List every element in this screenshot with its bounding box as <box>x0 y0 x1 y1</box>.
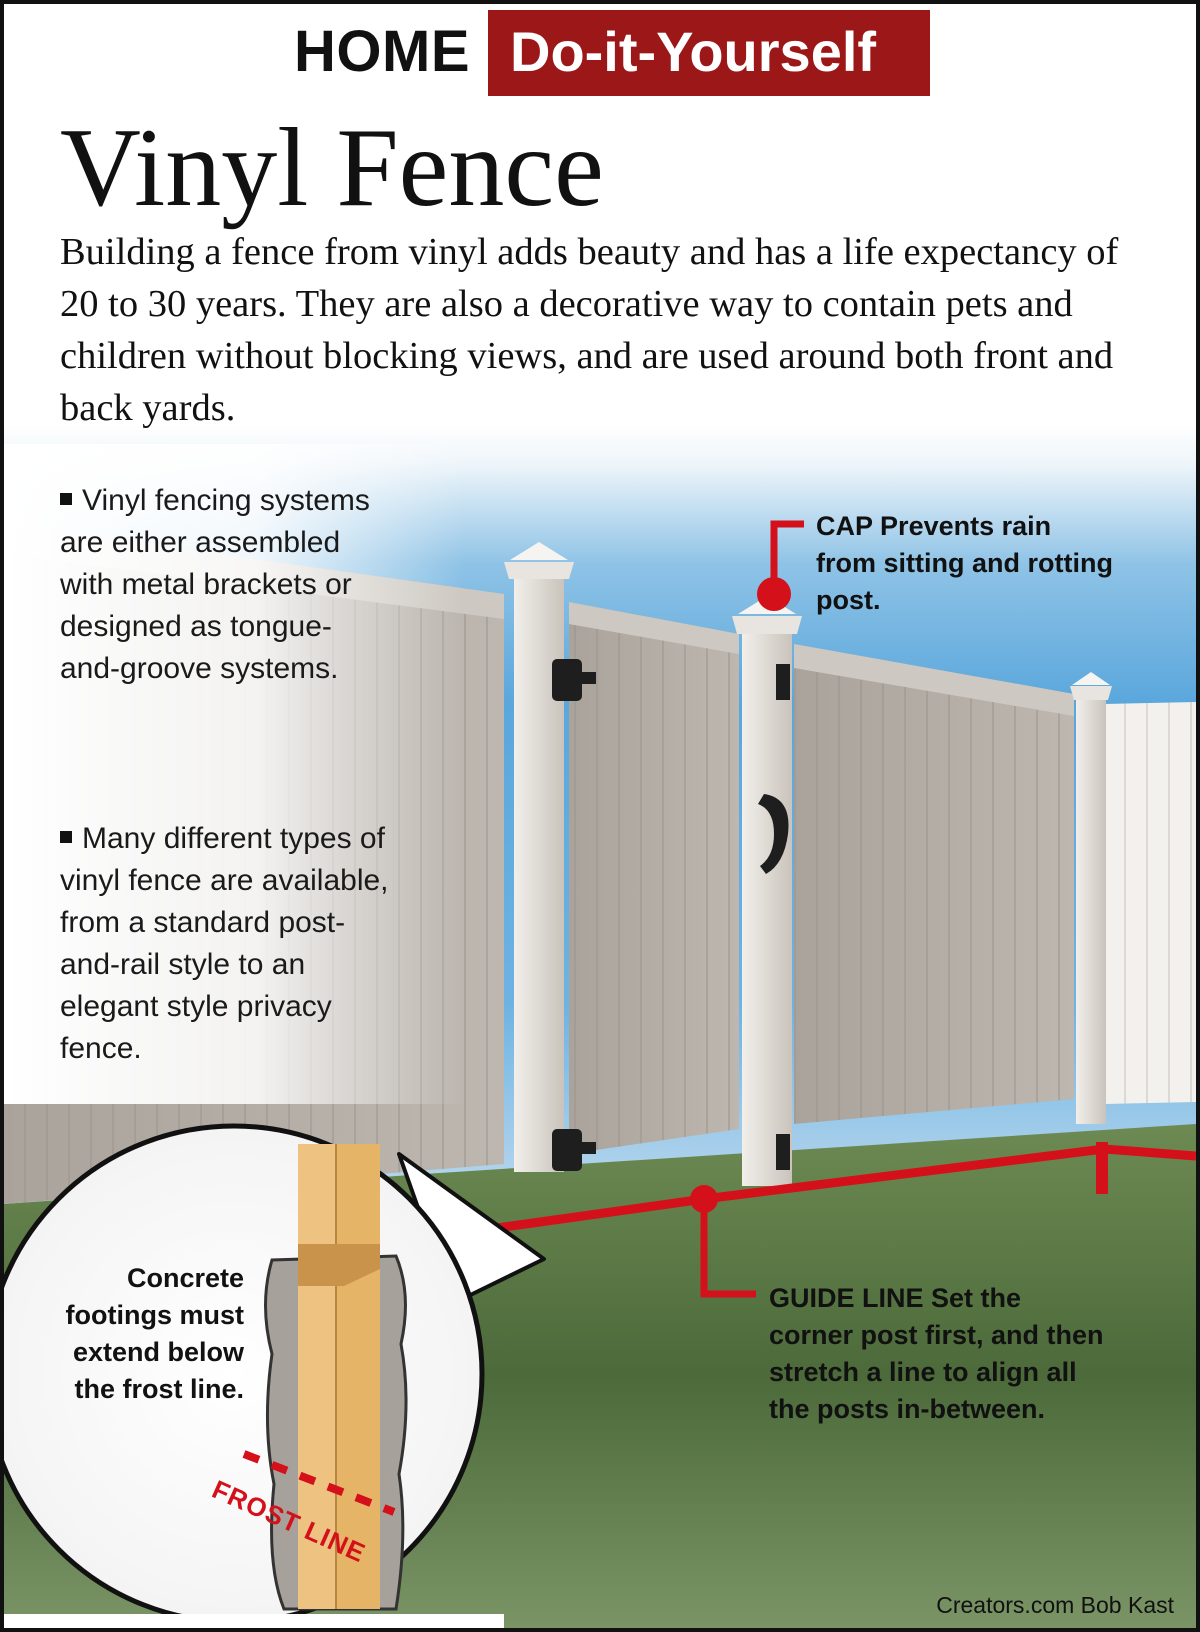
bullet-square-icon <box>60 831 72 844</box>
cap-label: CAP <box>816 511 873 541</box>
guide-line-label: GUIDE LINE <box>769 1283 924 1313</box>
cap-text: Prevents rain from sitting and rotting p… <box>816 511 1113 615</box>
header-section-banner: Do-it-Yourself <box>488 10 930 96</box>
post-1 <box>504 542 574 1172</box>
bullet-square-icon <box>60 493 72 506</box>
post-3 <box>1070 672 1112 1124</box>
guide-line-callout: GUIDE LINE Set the corner post first, an… <box>769 1280 1109 1428</box>
gate-hardware <box>552 659 790 1171</box>
bullet-text: Many different types of vinyl fence are … <box>60 822 389 1065</box>
fence-scene <box>4 444 1196 1628</box>
credit-line: Creators.com Bob Kast <box>936 1592 1174 1618</box>
intro-paragraph: Building a fence from vinyl adds beauty … <box>60 231 1119 429</box>
guide-line <box>453 1144 1196 1239</box>
bullet-item: Many different types of vinyl fence are … <box>60 818 390 1070</box>
bullet-text: Vinyl fencing systems are either assembl… <box>60 484 370 685</box>
cap-connector <box>770 520 804 594</box>
header-home-label: HOME <box>294 19 470 84</box>
post-2 <box>732 596 802 1186</box>
footing-callout: Concrete footings must extend below the … <box>65 1263 244 1404</box>
footing-detail <box>4 1123 546 1628</box>
cap-callout: CAP Prevents rain from sitting and rotti… <box>816 508 1116 619</box>
guide-line-text: Set the corner post first, and then stre… <box>769 1283 1104 1424</box>
guide-line-connector <box>700 1199 756 1298</box>
page-title: Vinyl Fence <box>60 106 604 230</box>
bullet-item: Vinyl fencing systems are either assembl… <box>60 480 390 690</box>
